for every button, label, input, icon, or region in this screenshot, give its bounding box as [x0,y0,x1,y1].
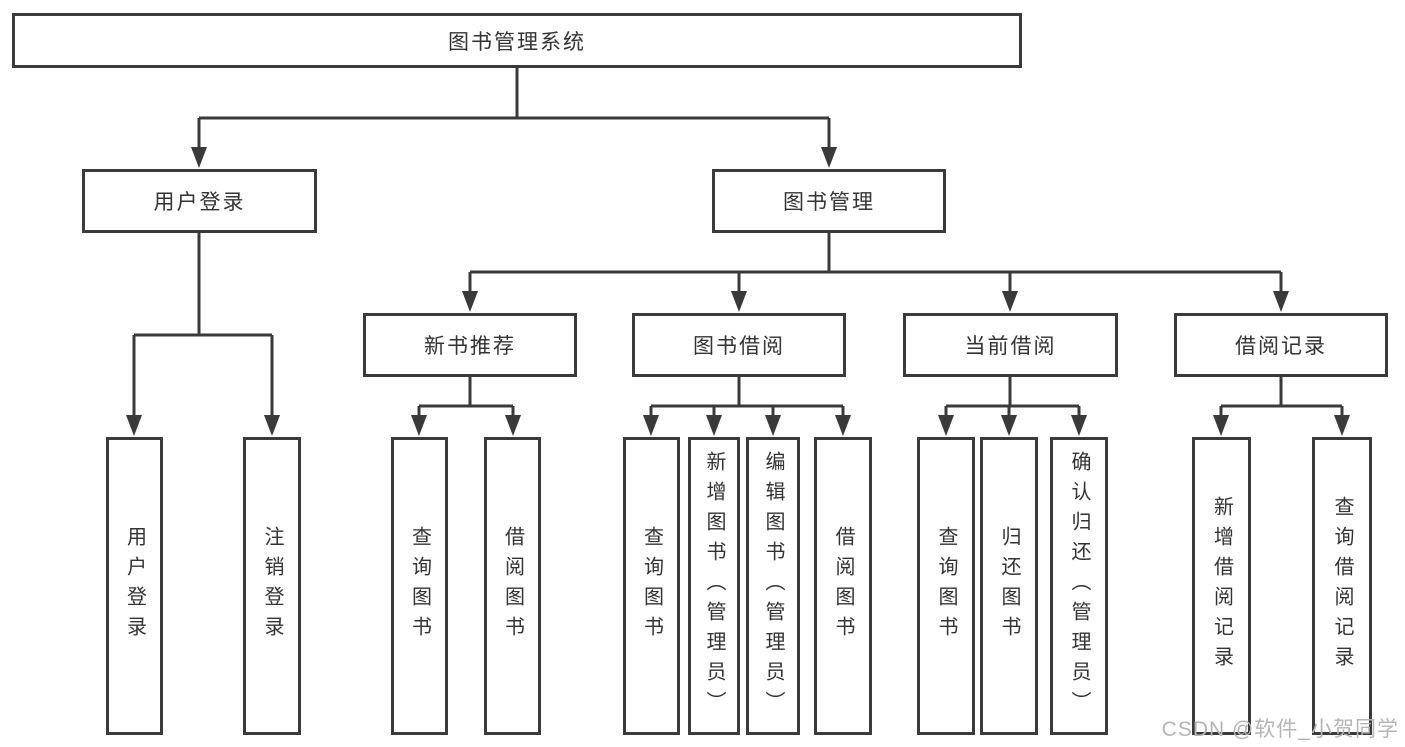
arrowheads [126,147,1350,436]
leaf-logout-label: 注销登录 [261,526,283,646]
leaf-return-books-label: 归还图书 [998,526,1020,646]
leaf-query-books-current: 查询图书 [917,437,975,735]
leaf-edit-books-admin: 编辑图书（管理员） [746,437,800,735]
node-book-management-label: 图书管理 [783,191,875,214]
csdn-watermark: CSDN @软件_小贺同学 [1161,718,1399,741]
node-borrow-records: 借阅记录 [1174,313,1388,377]
leaf-query-books-borrow: 查询图书 [623,437,680,735]
leaf-query-borrow-record: 查询借阅记录 [1312,437,1372,735]
leaf-query-books-current-label: 查询图书 [935,526,957,646]
leaf-add-borrow-record: 新增借阅记录 [1192,437,1251,735]
leaf-query-books-recommend: 查询图书 [391,437,448,735]
leaf-return-books: 归还图书 [980,437,1038,735]
leaf-add-books-admin: 新增图书（管理员） [688,437,740,735]
leaf-query-borrow-record-label: 查询借阅记录 [1331,496,1353,676]
leaf-user-login-label: 用户登录 [123,526,146,646]
node-book-borrow-label: 图书借阅 [693,335,785,358]
leaf-query-books-borrow-label: 查询图书 [640,526,663,646]
node-user-login-label: 用户登录 [153,191,246,214]
node-root-label: 图书管理系统 [448,30,586,54]
leaf-add-borrow-record-label: 新增借阅记录 [1210,496,1233,676]
node-user-login: 用户登录 [82,169,317,233]
leaf-borrow-books-recommend-label: 借阅图书 [501,526,524,646]
node-book-borrow: 图书借阅 [632,313,846,377]
node-current-borrow-label: 当前借阅 [964,335,1057,358]
leaf-borrow-books-label: 借阅图书 [832,526,854,646]
node-new-book-recommend-label: 新书推荐 [424,335,516,358]
leaf-edit-books-admin-label: 编辑图书（管理员） [762,451,784,721]
node-root: 图书管理系统 [12,13,1022,68]
node-book-management: 图书管理 [712,169,946,233]
leaf-confirm-return-admin: 确认归还（管理员） [1050,437,1108,735]
leaf-user-login: 用户登录 [106,437,163,735]
leaf-borrow-books-recommend: 借阅图书 [484,437,541,735]
leaf-query-books-recommend-label: 查询图书 [408,526,431,646]
leaf-logout: 注销登录 [243,437,301,735]
node-borrow-records-label: 借阅记录 [1235,335,1327,358]
node-new-book-recommend: 新书推荐 [363,313,577,377]
node-current-borrow: 当前借阅 [903,313,1118,377]
leaf-add-books-admin-label: 新增图书（管理员） [703,451,725,721]
leaf-borrow-books: 借阅图书 [814,437,872,735]
leaf-confirm-return-admin-label: 确认归还（管理员） [1068,451,1090,721]
